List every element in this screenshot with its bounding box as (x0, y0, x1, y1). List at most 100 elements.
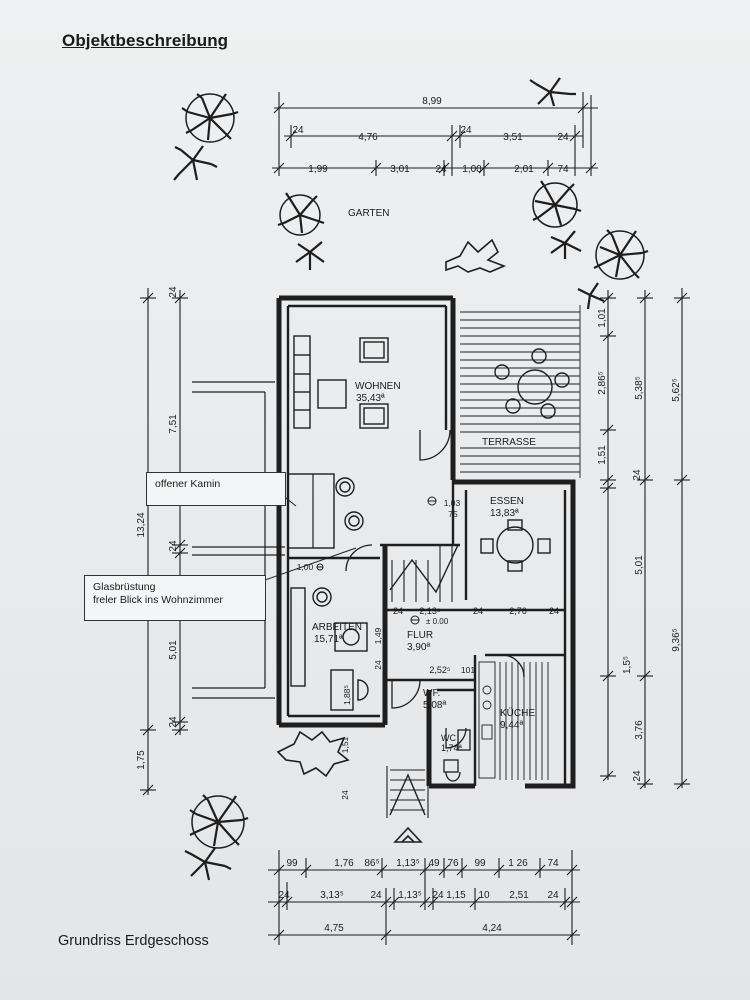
dim-bot1-f: 76 (447, 858, 459, 869)
room-label-flur: FLUR (407, 630, 433, 641)
dim-top2-d: 3,51 (503, 132, 523, 143)
dim-top-total: 8,99 (422, 96, 442, 107)
bush-entrance (276, 730, 350, 778)
dim-right-outer-a: 5,62⁵ (671, 378, 682, 402)
dim-bot2-a: 24 (278, 890, 290, 901)
dim-bot1-d: 1,13⁵ (396, 858, 420, 869)
dim-elevation: ± 0.00 (426, 617, 449, 626)
room-area-wohnen: 35,43ª (356, 393, 385, 404)
room-label-kuche: KÜCHE (500, 707, 535, 719)
dim-kamin-75: 75 (448, 509, 458, 519)
dim-top2-b: 4,76 (358, 132, 378, 143)
room-label-essen: ESSEN (490, 496, 524, 507)
staircase (386, 544, 459, 818)
dim-right-inner-a: 1,01 (597, 308, 608, 328)
room-label-wohnen: WOHNEN (355, 381, 401, 392)
dim-bot3-b: 4,24 (482, 923, 502, 934)
dim-bot1-c: 86⁵ (364, 858, 379, 869)
dim-top3-e: 2,01 (514, 164, 534, 175)
dim-bot2-i: 24 (547, 890, 559, 901)
dim-left-inner-b: 24 (168, 540, 179, 552)
dim-2525: 2,52⁵ (429, 665, 451, 675)
dim-100: 1,00 (297, 562, 314, 572)
bottom-dimension-lines (268, 850, 580, 945)
fireplace-block (287, 473, 335, 549)
room-area-arbeiten: 15,71ª (314, 634, 343, 645)
dim-right-inner-f: 3,76 (634, 720, 645, 740)
dim-left-inner-d: 24 (168, 716, 179, 728)
door-swings (345, 429, 525, 749)
dim-left-outer-a: 24 (168, 286, 179, 298)
dim-1885: 1,88⁵ (342, 685, 352, 705)
dim-bot1-b: 1,76 (334, 858, 354, 869)
dim-bot1-a: 99 (286, 858, 298, 869)
dim-kamin-top: 1,03 (444, 498, 461, 508)
dim-right-inner-b: 2,86⁵ (597, 371, 608, 395)
room-label-terrasse: TERRASSE (482, 437, 536, 448)
elevation-markers (316, 496, 437, 625)
dim-bot1-i: 74 (547, 858, 559, 869)
dim-bot2-e: 24 (432, 890, 444, 901)
dim-v24b: 24 (340, 790, 350, 800)
living-furniture (293, 335, 389, 531)
dim-bot1-e: 49 (428, 858, 440, 869)
callout-fireplace: offener Kamin (146, 472, 286, 506)
dim-top3-c: 24 (435, 164, 447, 175)
dim-right-inner-e: 5,01 (634, 555, 645, 575)
room-area-kuche: 9,44ª (500, 720, 523, 731)
callout-glass-balustrade: Glasbrüstung freler Blick ins Wohnzimmer (84, 575, 266, 621)
terrace-table-set (494, 348, 570, 419)
dim-bot1-g: 99 (474, 858, 486, 869)
glass-balustrade-lines (192, 381, 285, 699)
room-area-essen: 13,83ª (490, 508, 519, 519)
callout-glass-line1: Glasbrüstung (93, 581, 156, 593)
dim-bot2-d: 1,13⁵ (398, 890, 422, 901)
inner-walls (286, 304, 567, 786)
dim-bot2-h: 2,51 (509, 890, 529, 901)
dim-right-outer-b: 9,36⁵ (671, 628, 682, 652)
callout-fireplace-text: offener Kamin (155, 478, 221, 490)
terrace-hatching (460, 305, 581, 478)
dim-top2-c: 24 (460, 125, 472, 136)
dim-bot2-c: 24 (370, 890, 382, 901)
dim-151: 1,51 (340, 736, 350, 753)
dim-right-inner-d: 24 (632, 469, 643, 481)
room-area-wf: 5,08ª (423, 700, 446, 711)
plan-caption: Grundriss Erdgeschoss (58, 933, 209, 949)
dim-v24: 24 (373, 660, 383, 670)
entrance-arrow (393, 826, 423, 843)
dim-h24a: 24 (393, 606, 403, 616)
dim-101: 101 (461, 665, 475, 675)
dim-top3-a: 1,99 (308, 164, 328, 175)
dim-top3-b: 3,01 (390, 164, 410, 175)
bush-garden (445, 238, 507, 273)
outer-walls (276, 295, 576, 789)
dim-right-inner-g: 24 (632, 770, 643, 782)
dim-right-inner-c: 1,51 (597, 445, 608, 465)
dim-top3-d: 1,00 (462, 164, 482, 175)
room-label-arbeiten: ARBEITEN (312, 622, 362, 633)
dim-top2-e: 24 (557, 132, 569, 143)
dim-h24b: 24 (473, 606, 483, 616)
dim-bot2-g: 10 (478, 890, 490, 901)
dim-top3-f: 74 (557, 164, 569, 175)
dim-right-mid-b: 1,5⁵ (622, 656, 633, 674)
dining-table-set (480, 519, 551, 572)
dim-149: 1,49 (373, 627, 383, 644)
bathroom-fixtures (443, 729, 471, 782)
left-dimension-lines (140, 288, 188, 796)
dim-h276: 2,76 (509, 606, 527, 616)
top-dimension-lines (272, 92, 598, 176)
dim-left-inner-c: 5,01 (168, 640, 179, 660)
dim-h24c: 24 (549, 606, 559, 616)
room-area-flur: 3,90ª (407, 642, 430, 653)
dim-left-outer-b: 13,24 (136, 512, 147, 537)
dim-bot1-h: 1 26 (508, 858, 528, 869)
garden-trees (173, 77, 649, 881)
room-label-wf: WF. (423, 688, 440, 699)
dim-h2135: 2,13⁵ (419, 606, 441, 616)
room-label-wc: WC (441, 733, 456, 743)
dim-top2-a: 24 (292, 125, 304, 136)
dim-left-inner-a: 7,51 (168, 414, 179, 434)
dim-bot2-f: 1,15 (446, 890, 466, 901)
